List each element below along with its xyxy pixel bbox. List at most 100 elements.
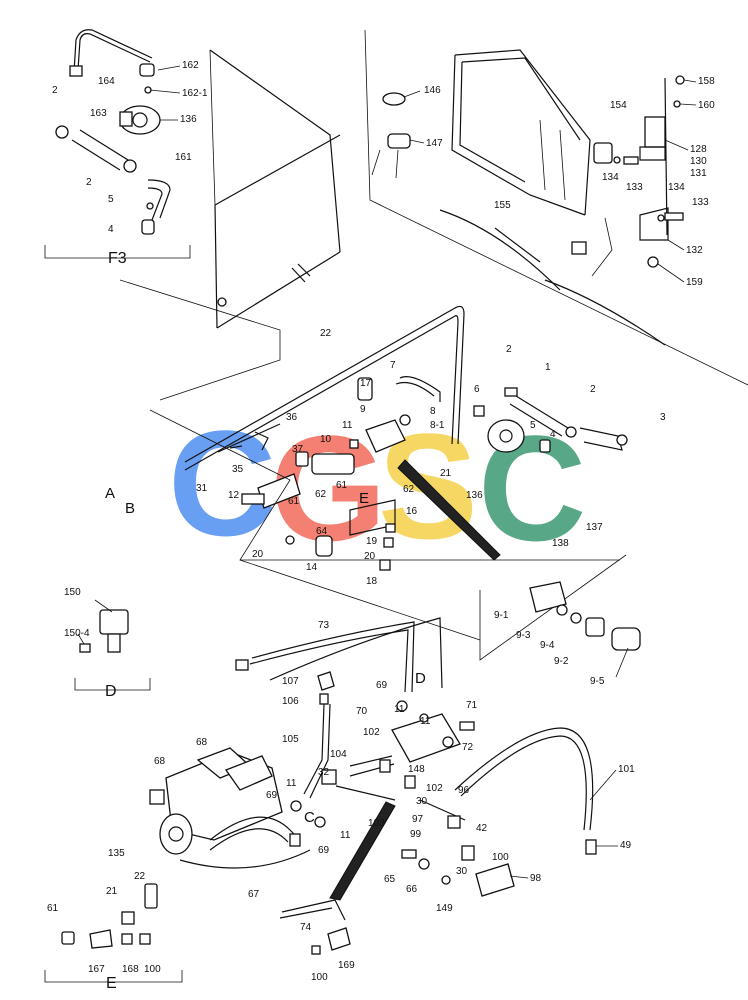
radiator-assembly [371,49,685,346]
part-number: 20 [252,549,264,560]
part-number: 135 [108,848,125,859]
part-number: 8 [430,406,436,417]
part-number: 133 [626,182,643,193]
part-number: 133 [692,197,709,208]
part-number: 42 [476,823,488,834]
part-number: 2 [52,85,58,96]
part-number: 62 [315,489,327,500]
part-number: 102 [363,727,380,738]
part-number: 136 [466,490,483,501]
section-label-f3: F3 [108,250,127,267]
part-number: 98 [530,873,542,884]
part-number: 64 [316,526,328,537]
main-pipes [149,263,628,661]
part-number: 2 [590,384,596,395]
part-number: 11 [342,420,353,431]
part-number: 150-4 [64,628,90,639]
part-number: 14 [306,562,318,573]
part-number: 20 [364,551,376,562]
part-number: 107 [282,676,299,687]
part-number: 134 [668,182,685,193]
part-number: 106 [282,696,299,707]
section-label-e: E [106,975,117,992]
part-number: 49 [620,840,632,851]
part-number: 8-1 [430,420,445,431]
detail-e [44,883,183,983]
part-number: 11 [394,704,405,715]
part-number: 3 [660,412,666,423]
part-number: 101 [618,764,635,775]
part-number-labels: 162 162-1 164 2 163 136 2 161 5 4 146 14… [47,60,715,983]
part-number: 32 [318,767,330,778]
detail-d [74,609,151,691]
tank-box [119,29,748,401]
part-number: 1 [545,362,551,373]
part-number: 164 [98,76,115,87]
part-number: 16 [406,506,418,517]
leader-lines [77,65,697,879]
part-number: 169 [338,960,355,971]
part-number: 96 [458,785,470,796]
detail-9 [529,581,641,651]
part-number: 163 [90,108,107,119]
section-label-d: D [105,683,117,700]
part-number: 131 [690,168,707,179]
part-number: 9-4 [540,640,555,651]
part-number: 21 [440,468,452,479]
part-number: 4 [550,429,556,440]
part-number: 17 [360,378,372,389]
part-number: 62 [403,484,415,495]
part-number: 35 [232,464,244,475]
part-number: 19 [366,536,378,547]
part-number: 155 [494,200,511,211]
part-number: 9 [360,404,366,415]
part-number: 30 [416,796,428,807]
part-number: 136 [180,114,197,125]
part-number: 69 [266,790,278,801]
line-letter-a: A [105,485,115,502]
part-number: 37 [292,444,304,455]
lower-assembly [149,459,597,955]
part-number: 61 [288,496,300,507]
part-number: 71 [466,700,478,711]
part-number: 11 [340,830,351,841]
part-number: 69 [318,845,330,856]
line-letter-d: D [415,670,426,687]
part-number: 74 [300,922,312,933]
part-number: 68 [196,737,208,748]
part-number: 9-1 [494,610,509,621]
part-number: 36 [286,412,298,423]
part-number: 22 [134,871,146,882]
part-number: 99 [410,829,422,840]
part-number: 134 [602,172,619,183]
line-letter-e: E [359,490,369,507]
part-number: 138 [552,538,569,549]
line-letter-c: C [304,809,315,826]
part-number: 161 [175,152,192,163]
part-number: 4 [108,224,114,235]
part-number: 130 [690,156,707,167]
part-number: 67 [248,889,260,900]
part-number: 9-5 [590,676,605,687]
part-number: 69 [376,680,388,691]
detail-f3 [44,29,191,259]
line-letter-b: B [125,500,135,517]
part-number: 146 [424,85,441,96]
part-number: 150 [64,587,81,598]
part-number: 128 [690,144,707,155]
part-number: 102 [426,783,443,794]
part-number: 31 [196,483,208,494]
part-number: 100 [144,964,161,975]
part-number: 10 [320,434,332,445]
part-number: 168 [122,964,139,975]
part-number: 70 [356,706,368,717]
part-number: 12 [228,490,240,501]
part-number: 104 [330,749,347,760]
part-number: 61 [47,903,59,914]
part-number: 2 [506,344,512,355]
part-number: 68 [154,756,166,767]
part-number: 132 [686,245,703,256]
part-number: 61 [336,480,348,491]
part-number: 158 [698,76,715,87]
part-number: 103 [368,818,385,829]
